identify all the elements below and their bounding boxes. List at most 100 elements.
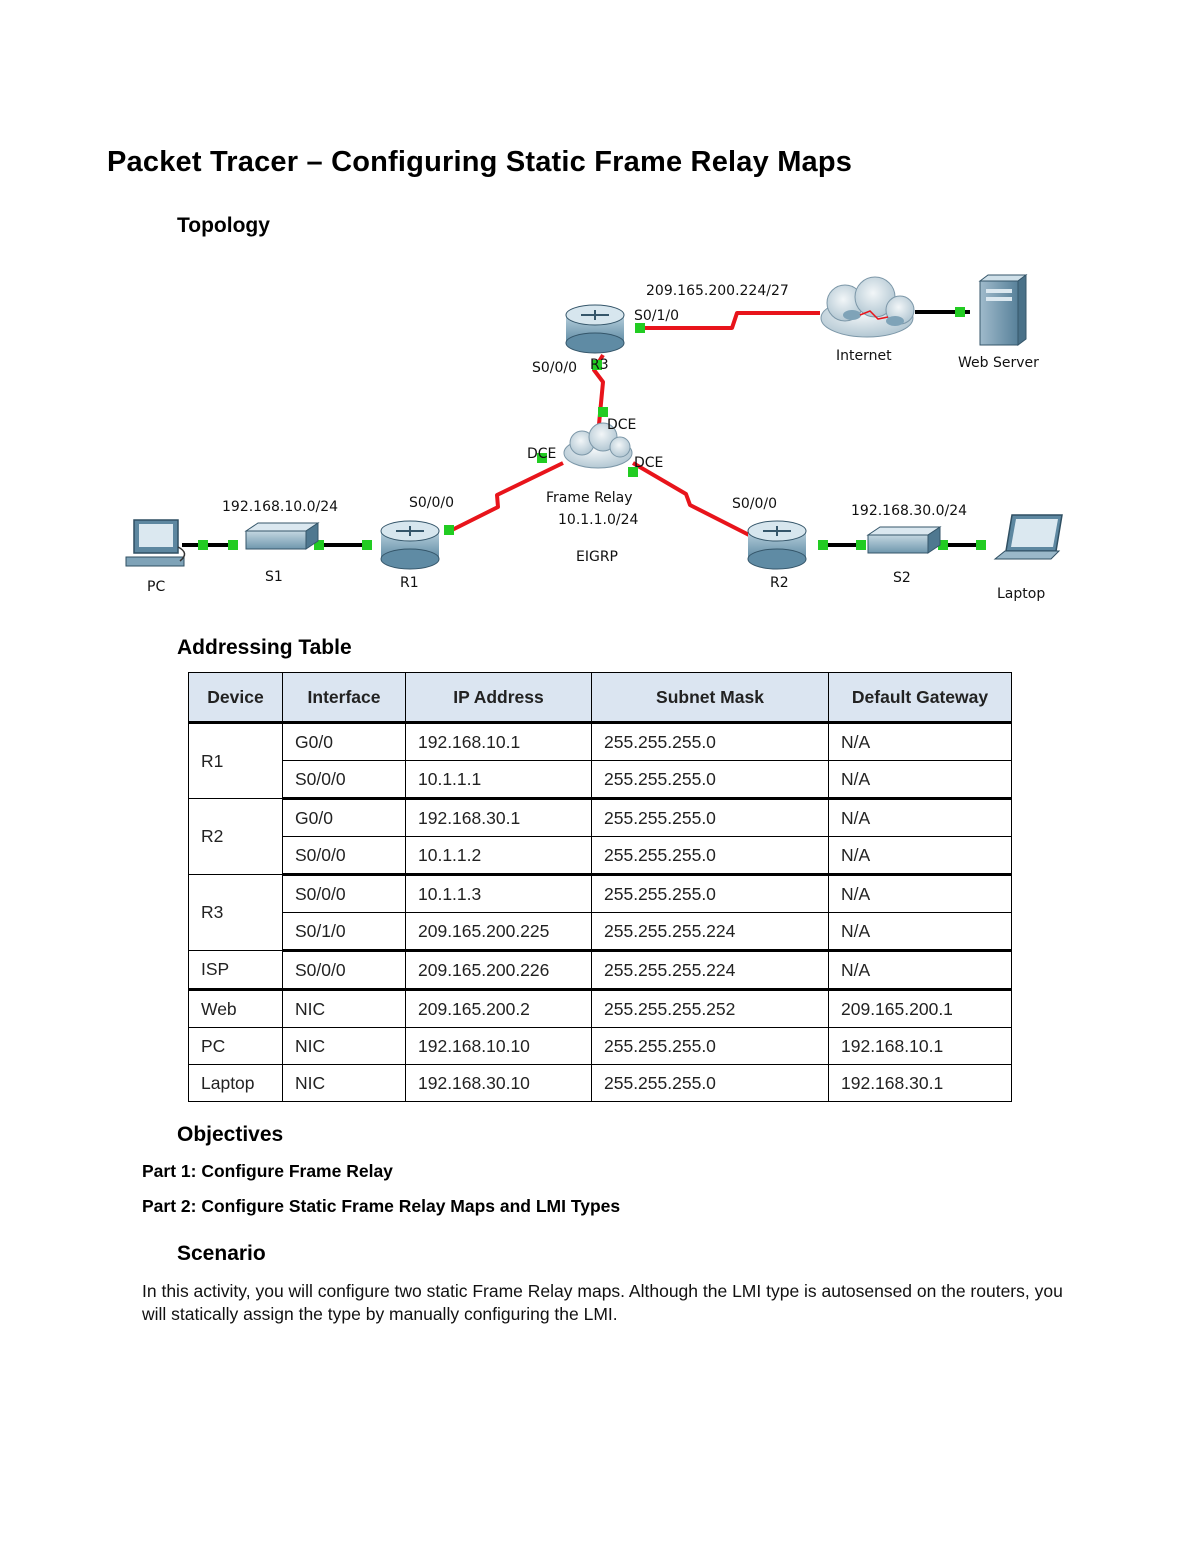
laptop-icon[interactable] [993,514,1063,560]
web-server-icon[interactable] [978,274,1028,346]
label-laptop: Laptop [997,586,1045,602]
ip-cell: 192.168.30.1 [405,798,592,837]
table-row: Laptop NIC 192.168.30.10 255.255.255.0 1… [188,1064,1012,1102]
frame-relay-cloud-icon[interactable] [563,422,633,469]
interface-cell: S0/0/0 [282,950,406,991]
interface-cell: S0/0/0 [282,874,406,913]
objective-part-1: Part 1: Configure Frame Relay [142,1161,393,1181]
ip-cell: 192.168.10.10 [405,1027,592,1065]
label-web-server: Web Server [958,355,1039,371]
label-frame-relay-network: 10.1.1.0/24 [558,512,639,528]
serial-r1-framerelay [451,461,564,532]
ip-cell: 209.165.200.2 [405,989,592,1028]
router-r1-icon[interactable] [380,520,440,570]
label-lan1-network: 192.168.10.0/24 [222,499,338,515]
interface-cell: S0/0/0 [282,760,406,800]
gateway-cell: N/A [828,836,1012,876]
mask-cell: 255.255.255.0 [591,836,829,876]
device-cell: R2 [188,798,283,875]
table-row: S0/0/0 10.1.1.1 255.255.255.0 N/A [189,760,1012,800]
label-r1-serial: S0/0/0 [409,495,454,511]
ip-cell: 192.168.10.1 [405,722,592,761]
device-cell: Web [188,989,283,1028]
mask-cell: 255.255.255.252 [591,989,829,1028]
table-row: R3 S0/0/0 10.1.1.3 255.255.255.0 N/A [188,874,1012,951]
header-interface: Interface [282,672,406,724]
interface-cell: NIC [282,1027,406,1065]
ip-cell: 209.165.200.226 [405,950,592,991]
serial-framerelay-r2 [631,461,756,540]
table-header-row: Device Interface IP Address Subnet Mask … [188,672,1012,724]
label-r2-serial: S0/0/0 [732,496,777,512]
switch-s2-icon[interactable] [866,526,942,554]
table-row: R1 G0/0 192.168.10.1 255.255.255.0 N/A [188,722,1012,799]
device-cell: PC [188,1027,283,1065]
table-row: Web NIC 209.165.200.2 255.255.255.252 20… [188,989,1012,1028]
mask-cell: 255.255.255.0 [591,722,829,761]
gateway-cell: N/A [828,912,1012,952]
scenario-paragraph: In this activity, you will configure two… [142,1281,1063,1324]
router-r2-icon[interactable] [747,520,807,570]
table-row: S0/0/0 10.1.1.2 255.255.255.0 N/A [189,836,1012,876]
header-ip-address: IP Address [405,672,592,724]
interface-cell: G0/0 [282,722,406,761]
port-indicators [198,307,986,550]
ip-cell: 192.168.30.10 [405,1064,592,1102]
mask-cell: 255.255.255.0 [591,1027,829,1065]
gateway-cell: 192.168.30.1 [828,1064,1012,1102]
addressing-table: Device Interface IP Address Subnet Mask … [188,672,1012,1102]
table-row: R2 G0/0 192.168.30.1 255.255.255.0 N/A [188,798,1012,875]
objective-part-2: Part 2: Configure Static Frame Relay Map… [142,1196,621,1216]
label-routing-protocol: EIGRP [576,549,618,565]
switch-s1-icon[interactable] [244,522,320,550]
ip-cell: 10.1.1.1 [405,760,592,800]
objectives-heading: Objectives [177,1123,284,1146]
label-r2: R2 [770,575,789,591]
header-subnet-mask: Subnet Mask [591,672,829,724]
device-cell: Laptop [188,1064,283,1102]
interface-cell: S0/1/0 [282,912,406,952]
device-cell: R3 [188,874,283,951]
header-device: Device [188,672,283,724]
label-r3: R3 [590,357,609,373]
label-r3-wan-interface: S0/1/0 [634,308,679,324]
gateway-cell: N/A [828,874,1012,913]
mask-cell: 255.255.255.0 [591,1064,829,1102]
internet-cloud-icon[interactable] [820,276,915,338]
router-r3-icon[interactable] [565,304,625,354]
label-r3-serial: S0/0/0 [532,360,577,376]
label-lan2-network: 192.168.30.0/24 [851,503,967,519]
gateway-cell: N/A [828,722,1012,761]
topology-heading: Topology [177,214,270,237]
gateway-cell: 192.168.10.1 [828,1027,1012,1065]
gateway-cell: N/A [828,760,1012,800]
topology-diagram: PC S1 R1 R2 S2 Laptop R3 Internet Web Se… [125,274,1063,602]
serial-r3-internet [638,311,820,330]
device-cell: ISP [188,950,283,991]
scenario-heading: Scenario [177,1242,266,1265]
device-cell: R1 [188,722,283,799]
label-s1: S1 [265,569,283,585]
pc-icon[interactable] [125,519,186,567]
serial-links [451,311,820,540]
label-frame-relay: Frame Relay [546,490,633,506]
addressing-heading: Addressing Table [177,636,352,659]
document-title: Packet Tracer – Configuring Static Frame… [107,146,853,178]
gateway-cell: N/A [828,798,1012,837]
gateway-cell: N/A [828,950,1012,991]
interface-cell: NIC [282,989,406,1028]
label-wan-network: 209.165.200.224/27 [646,283,789,299]
table-row: PC NIC 192.168.10.10 255.255.255.0 192.1… [188,1027,1012,1065]
mask-cell: 255.255.255.224 [591,950,829,991]
header-default-gateway: Default Gateway [828,672,1012,724]
mask-cell: 255.255.255.0 [591,874,829,913]
label-pc: PC [147,579,165,595]
label-s2: S2 [893,570,911,586]
mask-cell: 255.255.255.0 [591,760,829,800]
interface-cell: NIC [282,1064,406,1102]
table-row: S0/1/0 209.165.200.225 255.255.255.224 N… [189,912,1012,952]
label-r1: R1 [400,575,419,591]
label-dce-left: DCE [527,446,556,462]
label-internet: Internet [836,348,892,364]
label-dce-right: DCE [634,455,663,471]
